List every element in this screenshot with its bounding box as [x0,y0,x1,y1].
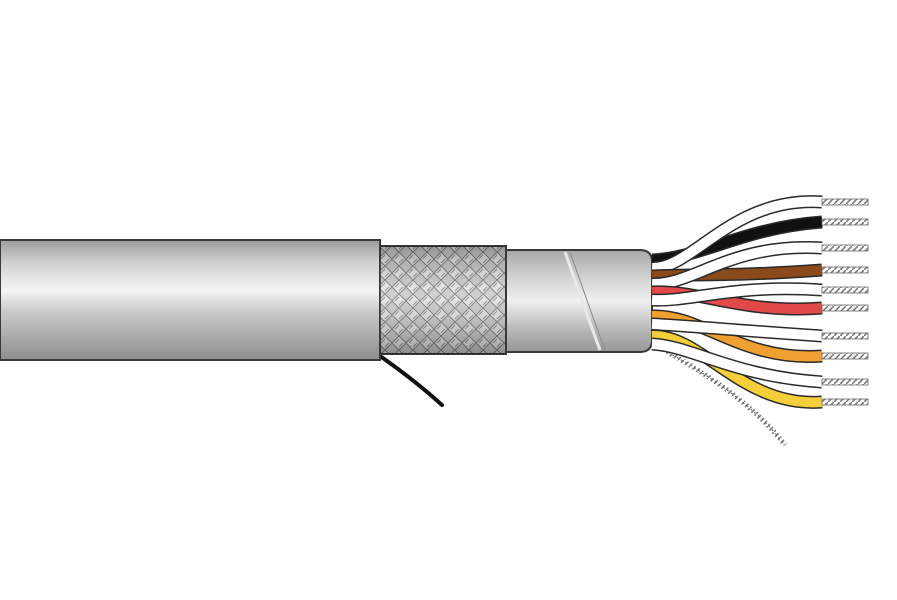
yellow-pair-tip-2 [821,398,869,406]
red-pair-tip-1 [821,286,869,294]
conductor-tips [821,198,869,406]
black-pair [651,195,823,275]
outer-jacket [0,239,381,361]
yellow-pair [651,329,823,409]
braid-shield [379,245,507,355]
drain-wire [378,354,444,407]
brown-pair-tip-2 [821,266,869,274]
orange-pair-tip-1 [821,332,869,340]
orange-pair [651,309,823,363]
brown-pair [651,240,823,291]
orange-pair-tip-2 [821,352,869,360]
red-pair-tip-2 [821,304,869,312]
red-pair [651,282,823,316]
yellow-pair-tip-1 [821,378,869,386]
brown-pair-tip-1 [821,244,869,252]
twisted-pairs [651,195,823,409]
black-pair-tip-2 [821,218,869,226]
foil-shield [505,249,653,353]
black-pair-tip-1 [821,198,869,206]
